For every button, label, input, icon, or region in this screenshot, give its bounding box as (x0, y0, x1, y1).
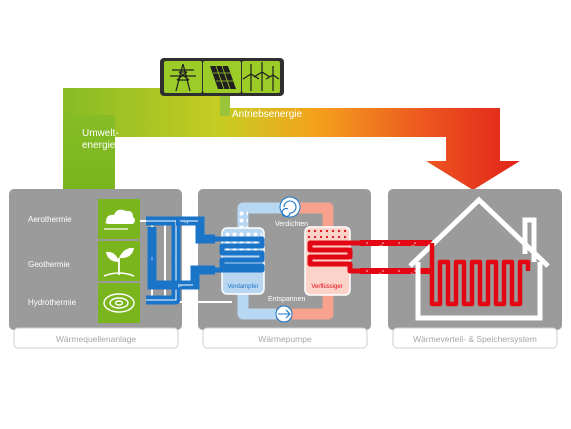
condenser-label: Verflüssiger (311, 284, 342, 290)
compressor-icon (279, 196, 301, 218)
drive-energy-connector (220, 94, 230, 116)
heat-source-item-1: Geothermie (28, 260, 70, 269)
underfloor-heating-coil (429, 243, 531, 307)
energy-arrow (63, 88, 520, 190)
heat-pump-caption: Wärmepumpe (258, 334, 312, 344)
flow-arrow-icon: ← (410, 270, 416, 276)
heat-source-item-0: Aerothermie (28, 215, 72, 224)
power-pylon-icon (164, 61, 202, 93)
heat-source-item-2: Hydrothermie (28, 298, 77, 307)
heat-source-caption-box (13, 327, 179, 349)
compress-label: Verdichten (275, 221, 308, 228)
heat-pump-internals: Verdampfer Verflüssiger Verdichten Entsp… (215, 196, 360, 323)
heating-circuit: → → ← ← (360, 196, 550, 321)
solar-panel-icon (203, 61, 241, 93)
heat-source-caption: Wärmequellenanlage (56, 334, 137, 344)
flow-arrow-icon: ↓ (174, 255, 178, 262)
energy-band: Antriebsenergie Umwelt- energie (63, 88, 520, 190)
ambient-energy-label-2: energie (82, 140, 116, 151)
wind-turbine-icon (242, 61, 280, 93)
evaporator-label: Verdampfer (227, 284, 258, 290)
drive-energy-label: Antriebsenergie (232, 109, 302, 120)
heat-source-items: Aerothermie Geothermie Hydrothermie (28, 199, 140, 323)
heat-pump-caption-box (202, 327, 368, 349)
energy-source-icons (160, 58, 284, 96)
ambient-energy-riser (63, 115, 115, 190)
distribution-caption: Wärmeverteil- & Speichersystem (413, 334, 537, 344)
flow-arrow-icon: → (410, 242, 416, 248)
ambient-energy-label-1: Umwelt- (82, 128, 119, 139)
flow-arrow-icon: ← (378, 270, 384, 276)
expand-label: Entspannen (268, 296, 305, 303)
captions: Wärmequellenanlage Wärmepumpe Wärmeverte… (13, 327, 558, 349)
brine-circuit: → ↑ ← ↓ (140, 216, 232, 305)
flow-arrow-icon: → (378, 242, 384, 248)
water-swirl-icon (98, 283, 140, 323)
distribution-caption-box (392, 327, 558, 349)
flow-arrow-icon: ← (177, 283, 184, 290)
flow-arrow-icon: → (183, 219, 190, 226)
flow-arrow-icon: ↑ (150, 256, 154, 263)
